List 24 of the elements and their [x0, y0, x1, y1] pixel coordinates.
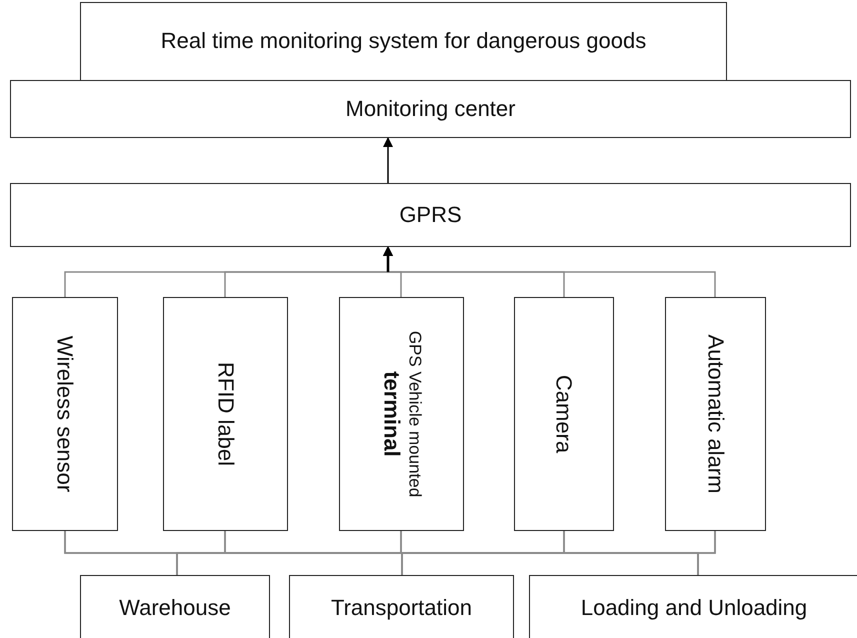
box-label: Monitoring center: [344, 96, 516, 122]
connector: [383, 137, 393, 183]
process-box: [514, 297, 614, 531]
process-box: [12, 297, 118, 531]
box-label: Camera: [551, 374, 577, 456]
process-box: [339, 297, 464, 531]
process-box: [80, 575, 270, 638]
box-label: GPRS: [398, 202, 463, 228]
box-label: Real time monitoring system for dangerous goods: [160, 28, 648, 54]
process-box: [10, 183, 851, 247]
box-label: Transportation: [330, 595, 474, 620]
box-label: Wireless sensor: [52, 334, 78, 494]
box-label: Automatic alarm: [702, 334, 728, 496]
connector: [383, 246, 716, 297]
box-label: Loading and Unloading: [580, 595, 808, 620]
process-box: [80, 2, 727, 81]
process-box: [163, 297, 288, 531]
box-label: GPS Vehicle mounted terminal: [379, 330, 424, 500]
process-box: [665, 297, 766, 531]
process-box: [10, 80, 851, 138]
box-label: Warehouse: [118, 595, 232, 620]
process-box: [289, 575, 514, 638]
box-label: RFID label: [212, 361, 238, 468]
process-box: [529, 575, 857, 638]
